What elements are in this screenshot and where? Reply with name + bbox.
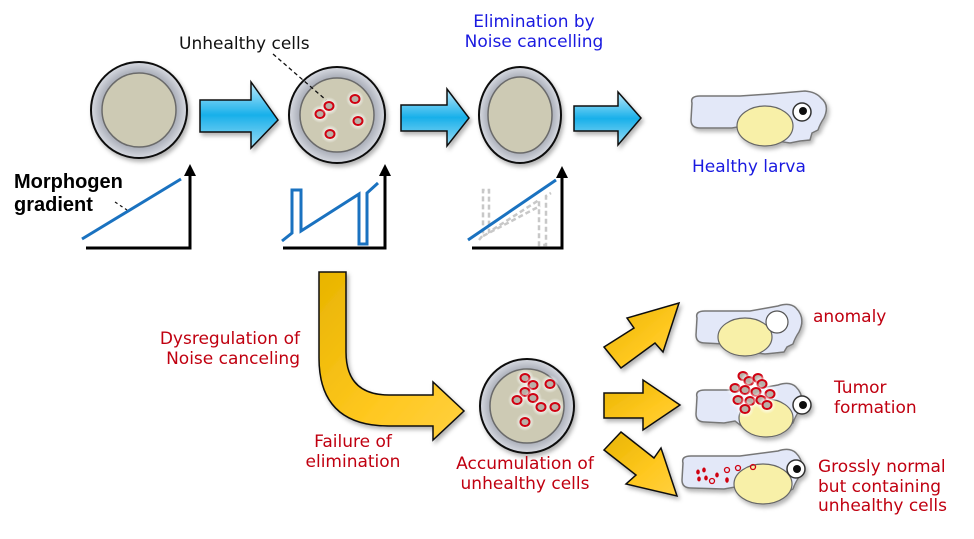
label-healthy-larva: Healthy larva	[692, 157, 806, 177]
larva-anomaly	[695, 303, 803, 357]
scattered-cells-group	[696, 463, 757, 485]
label-grossly-line3: unhealthy cells	[818, 496, 947, 517]
blue-arrow-1	[199, 79, 279, 150]
label-grossly-line2: but containing	[818, 476, 942, 497]
label-failure-line2: elimination	[305, 451, 401, 472]
label-failure: Failure of elimination	[298, 432, 408, 472]
label-grossly-normal: Grossly normal but containing unhealthy …	[818, 457, 947, 517]
blue-arrow-3	[573, 90, 642, 148]
label-dysregulation-line2: Noise canceling	[166, 348, 300, 369]
label-tumor-formation: Tumor formation	[834, 378, 917, 418]
blue-arrow-2	[400, 86, 470, 149]
larva-grossly-normal	[681, 448, 806, 505]
label-morphogen-line2: gradient	[14, 194, 93, 216]
graph-linear-gradient	[81, 164, 196, 250]
label-accumulation-line2: unhealthy cells	[460, 473, 590, 494]
label-dysregulation-line1: Dysregulation of	[159, 329, 300, 349]
label-accumulation-line1: Accumulation of	[456, 454, 594, 474]
yellow-arrow-anomaly	[602, 301, 681, 370]
label-elimination: Elimination by Noise cancelling	[424, 12, 644, 52]
unhealthy-cells-pointer	[272, 53, 327, 101]
label-elimination-line2: Noise cancelling	[464, 31, 604, 52]
label-unhealthy-cells: Unhealthy cells	[179, 34, 310, 54]
label-elimination-line1: Elimination by	[473, 12, 595, 32]
embryo-healthy-2	[478, 66, 562, 164]
label-failure-line1: Failure of	[314, 432, 392, 452]
label-tumor-line1: Tumor	[834, 378, 887, 398]
label-morphogen-line1: Morphogen	[14, 171, 123, 193]
label-anomaly: anomaly	[813, 307, 887, 327]
label-grossly-line1: Grossly normal	[818, 457, 946, 477]
yellow-arrow-tumor	[603, 378, 682, 432]
larva-healthy	[690, 90, 828, 147]
label-morphogen-gradient: Morphogen gradient	[14, 171, 123, 217]
graph-noisy-gradient	[281, 164, 391, 250]
embryo-unhealthy-cells	[288, 66, 386, 164]
yellow-arrow-grossly-normal	[602, 430, 679, 498]
label-accumulation: Accumulation of unhealthy cells	[440, 454, 610, 494]
label-tumor-line2: formation	[834, 397, 917, 418]
yellow-arrow-failure	[318, 271, 466, 442]
graph-restored-gradient	[467, 166, 568, 250]
label-dysregulation: Dysregulation of Noise canceling	[146, 329, 300, 369]
embryo-healthy-1	[90, 61, 188, 159]
